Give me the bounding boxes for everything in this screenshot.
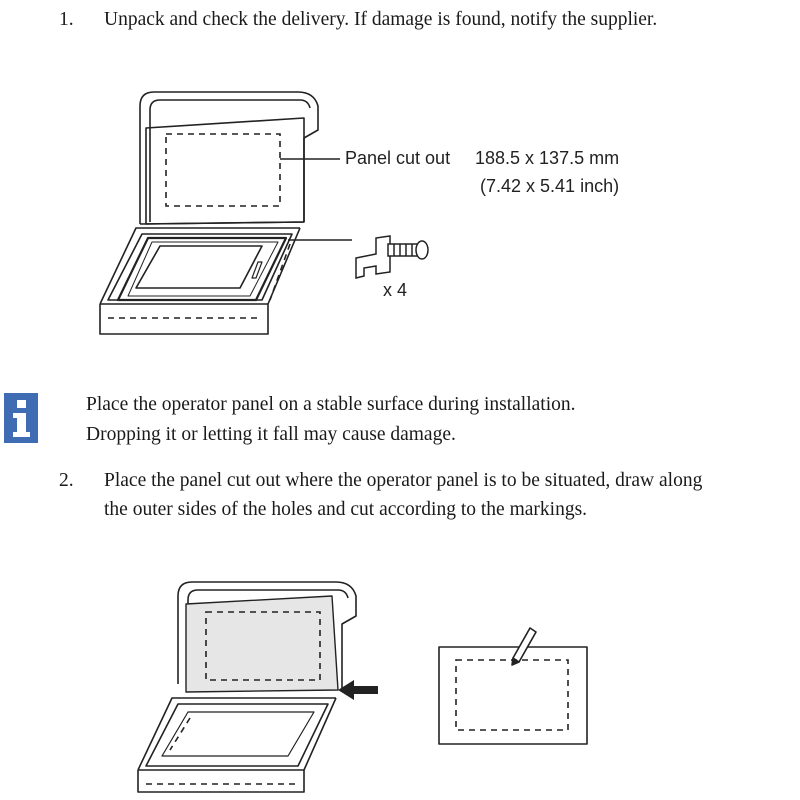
cutout-mm: 188.5 x 137.5 mm: [475, 148, 619, 168]
note-line: Dropping it or letting it fall may cause…: [86, 424, 456, 445]
panel-screen: [135, 245, 263, 289]
arrow-icon: [338, 680, 378, 700]
clamp-count: x 4: [383, 280, 407, 300]
operator-panel: [116, 236, 288, 302]
box-base-2: [137, 697, 337, 793]
cutout-outline: [165, 133, 281, 207]
step-text: Unpack and check the delivery. If damage…: [104, 9, 658, 30]
clamp-screw-icon: [355, 235, 429, 279]
step-number: 2.: [59, 470, 74, 491]
cutout-inch: (7.42 x 5.41 inch): [480, 176, 619, 196]
marked-outline: [455, 659, 569, 731]
note-line: Place the operator panel on a stable sur…: [86, 394, 576, 415]
template-sheet: [185, 595, 339, 693]
cutout-label: Panel cut out: [345, 148, 450, 168]
step-number: 1.: [59, 9, 74, 30]
box-lid-2: [177, 581, 357, 690]
step-text: Place the panel cut out where the operat…: [104, 470, 703, 491]
step-text: the outer sides of the holes and cut acc…: [104, 499, 588, 520]
box-lid: [139, 91, 319, 224]
box-base: [99, 227, 301, 335]
drawing-board: [438, 646, 588, 745]
info-note: Place the operator panel on a stable sur…: [86, 390, 576, 450]
info-icon: [4, 393, 38, 443]
lid-inner-panel: [145, 117, 305, 225]
pencil-icon: [512, 627, 537, 663]
